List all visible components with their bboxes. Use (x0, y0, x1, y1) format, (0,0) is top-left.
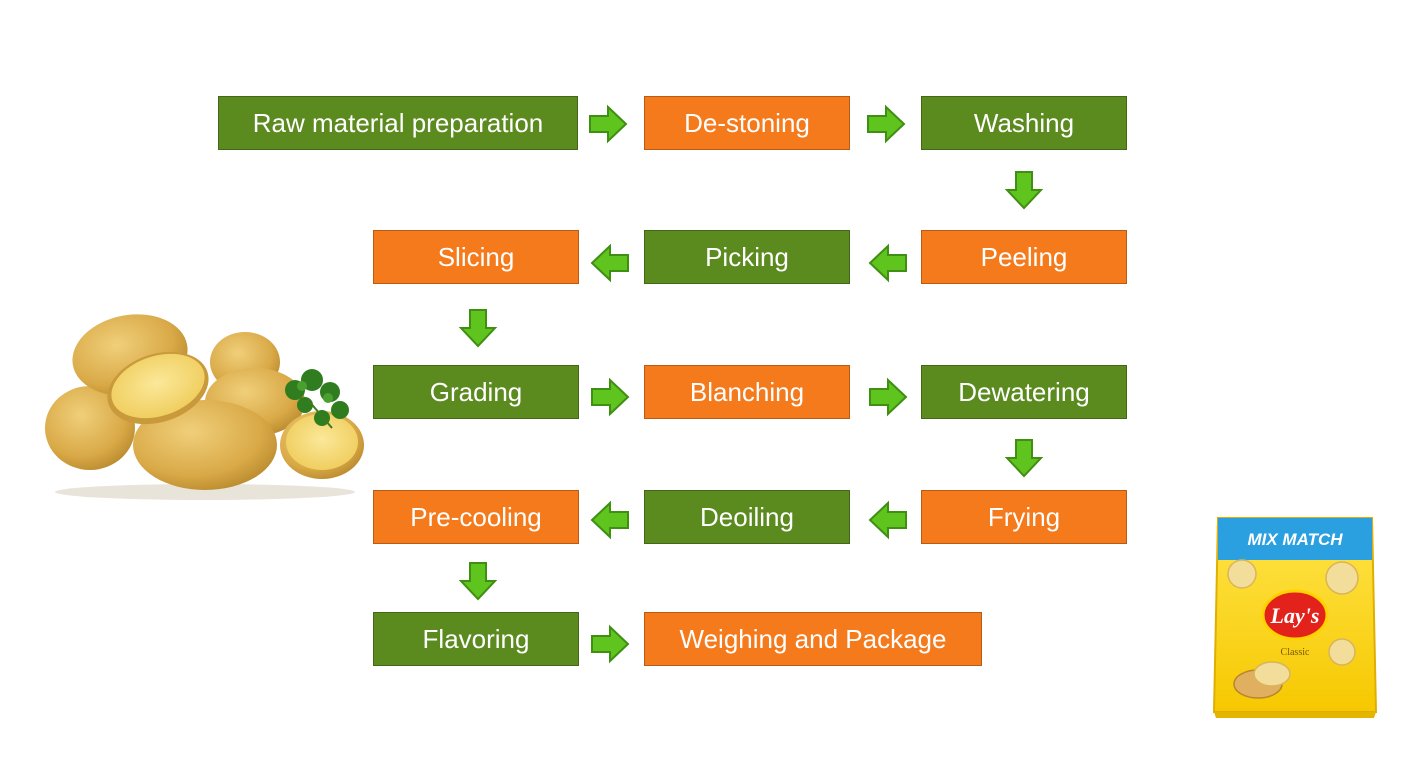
step-slicing: Slicing (373, 230, 579, 284)
arrow-left-icon (591, 245, 629, 281)
arrow-left-icon (869, 502, 907, 538)
step-peeling: Peeling (921, 230, 1127, 284)
potatoes-image (45, 314, 364, 500)
step-washing: Washing (921, 96, 1127, 150)
step-flavoring: Flavoring (373, 612, 579, 666)
arrow-left-icon (869, 245, 907, 281)
arrow-down-icon (1006, 439, 1042, 477)
arrow-right-icon (869, 379, 907, 415)
arrow-right-icon (589, 106, 627, 142)
bag-brand-text: Lay's (1270, 603, 1320, 628)
chip-bag-image: MIX MATCH Lay's Classic (1212, 517, 1378, 718)
step-frying: Frying (921, 490, 1127, 544)
step-deoiling: Deoiling (644, 490, 850, 544)
step-picking: Picking (644, 230, 850, 284)
step-pre-cooling: Pre-cooling (373, 490, 579, 544)
step-dewatering: Dewatering (921, 365, 1127, 419)
arrow-right-icon (591, 626, 629, 662)
arrow-down-icon (1006, 171, 1042, 209)
arrow-down-icon (460, 309, 496, 347)
step-grading: Grading (373, 365, 579, 419)
bag-banner-text: MIX MATCH (1247, 530, 1343, 549)
arrow-right-icon (867, 106, 905, 142)
arrow-right-icon (591, 379, 629, 415)
bag-flavor-text: Classic (1281, 647, 1310, 658)
step-raw-material-preparation: Raw material preparation (218, 96, 578, 150)
step-blanching: Blanching (644, 365, 850, 419)
arrow-left-icon (591, 502, 629, 538)
step-weighing-and-package: Weighing and Package (644, 612, 982, 666)
arrow-down-icon (460, 562, 496, 600)
step-de-stoning: De-stoning (644, 96, 850, 150)
